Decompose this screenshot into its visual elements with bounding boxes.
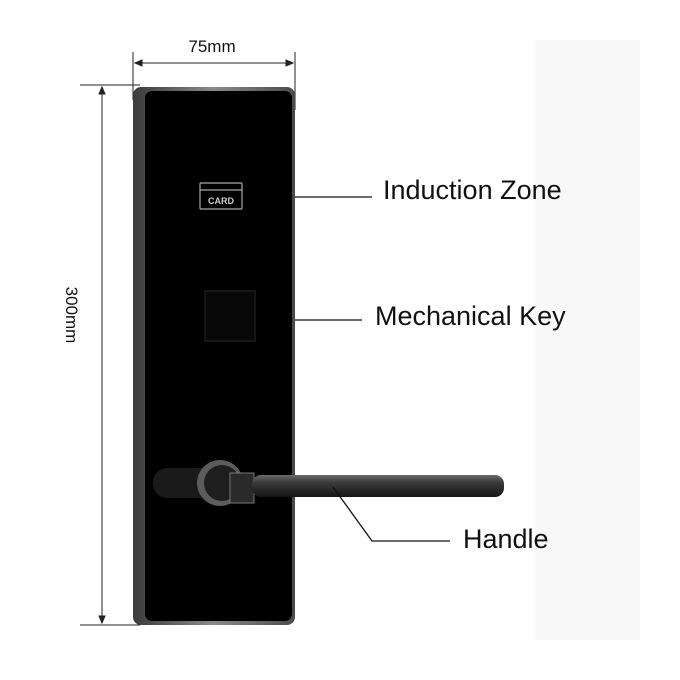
handle (153, 460, 504, 506)
mechanical-key-cover (204, 290, 256, 342)
height-dimension (80, 84, 140, 626)
handle-label: Handle (463, 524, 549, 554)
callout-lines (295, 196, 450, 542)
height-label: 300mm (62, 287, 81, 344)
induction-zone-label: Induction Zone (383, 175, 562, 205)
card-icon: CARD (199, 182, 243, 210)
width-dimension (132, 52, 296, 110)
background-panel (535, 40, 640, 640)
mechanical-key-label: Mechanical Key (375, 301, 566, 331)
width-label: 75mm (188, 37, 235, 56)
handle-leader (332, 486, 450, 542)
card-icon-text: CARD (208, 196, 234, 206)
lock-body (133, 87, 295, 625)
